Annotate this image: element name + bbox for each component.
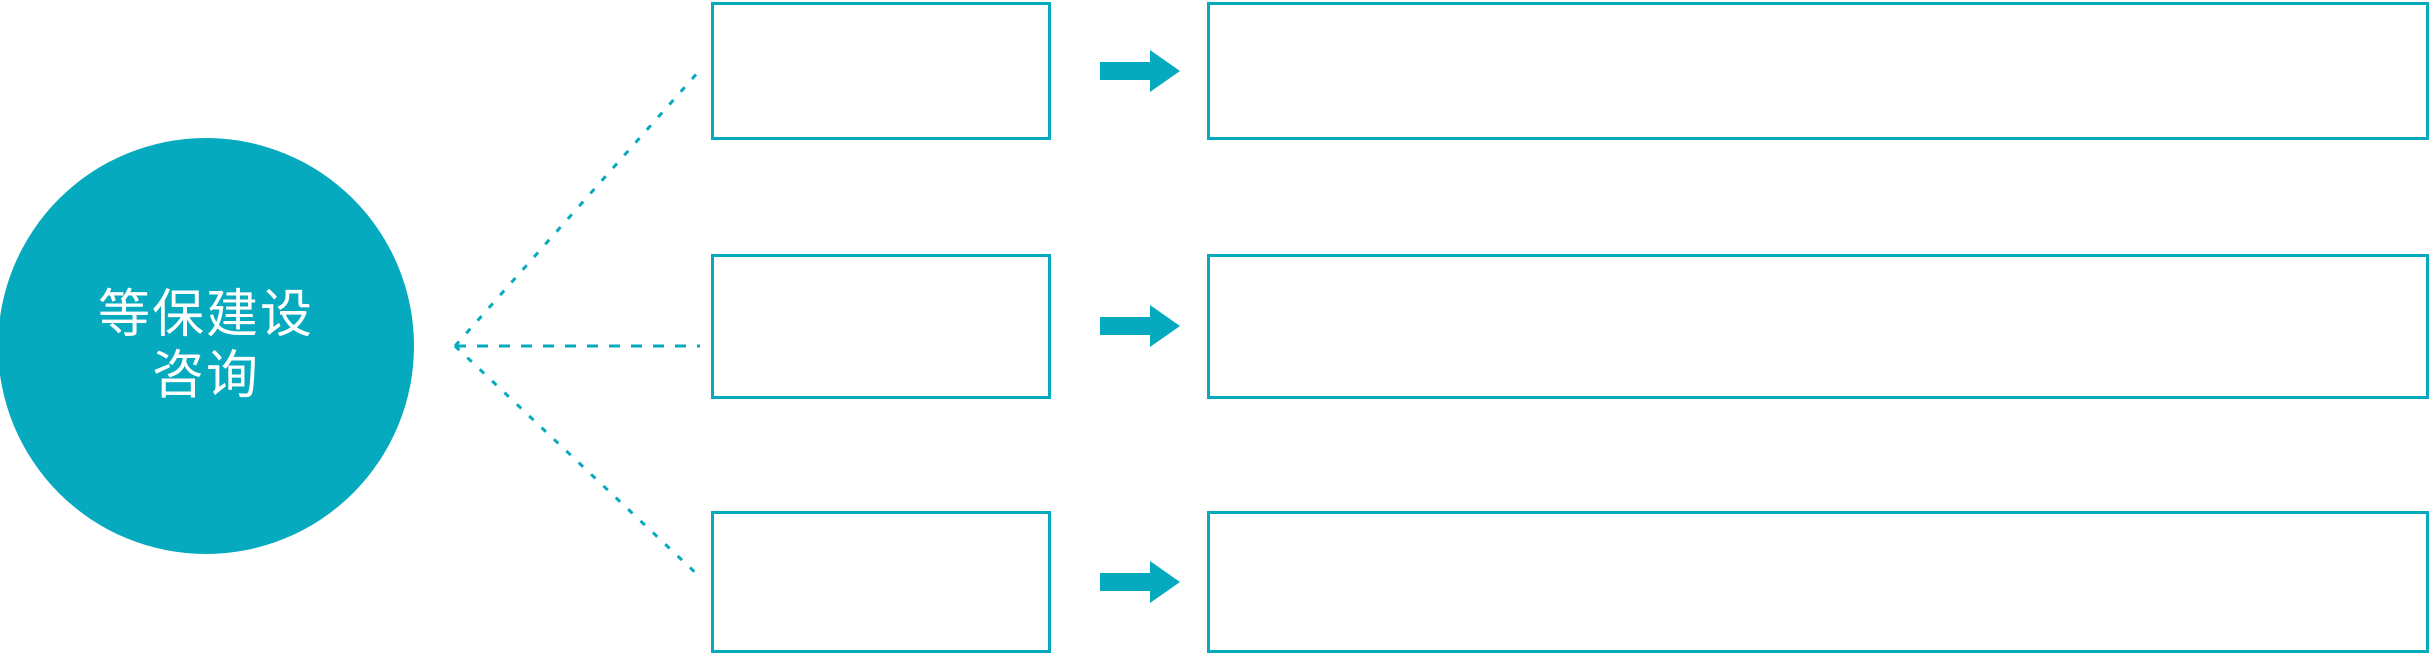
right-arrow-icon — [1100, 50, 1180, 92]
detail-box[interactable] — [1207, 2, 2429, 140]
detail-box-label — [1210, 257, 2426, 277]
stage-box-label — [714, 514, 1048, 534]
connector-line-row-1 — [453, 69, 702, 347]
stage-box[interactable] — [711, 511, 1051, 653]
detail-box-label — [1210, 5, 2426, 25]
connector-line-row-3 — [453, 344, 702, 579]
detail-box[interactable] — [1207, 254, 2429, 399]
right-arrow-icon — [1100, 305, 1180, 347]
stage-box[interactable] — [711, 2, 1051, 140]
stage-box-label — [714, 257, 1048, 277]
stage-box-label — [714, 5, 1048, 25]
hub-circle-label: 等保建设 咨询 — [97, 285, 314, 405]
stage-box[interactable] — [711, 254, 1051, 399]
hub-circle[interactable]: 等保建设 咨询 — [0, 138, 414, 554]
detail-box-label — [1210, 514, 2426, 534]
detail-box[interactable] — [1207, 511, 2429, 653]
right-arrow-icon — [1100, 561, 1180, 603]
